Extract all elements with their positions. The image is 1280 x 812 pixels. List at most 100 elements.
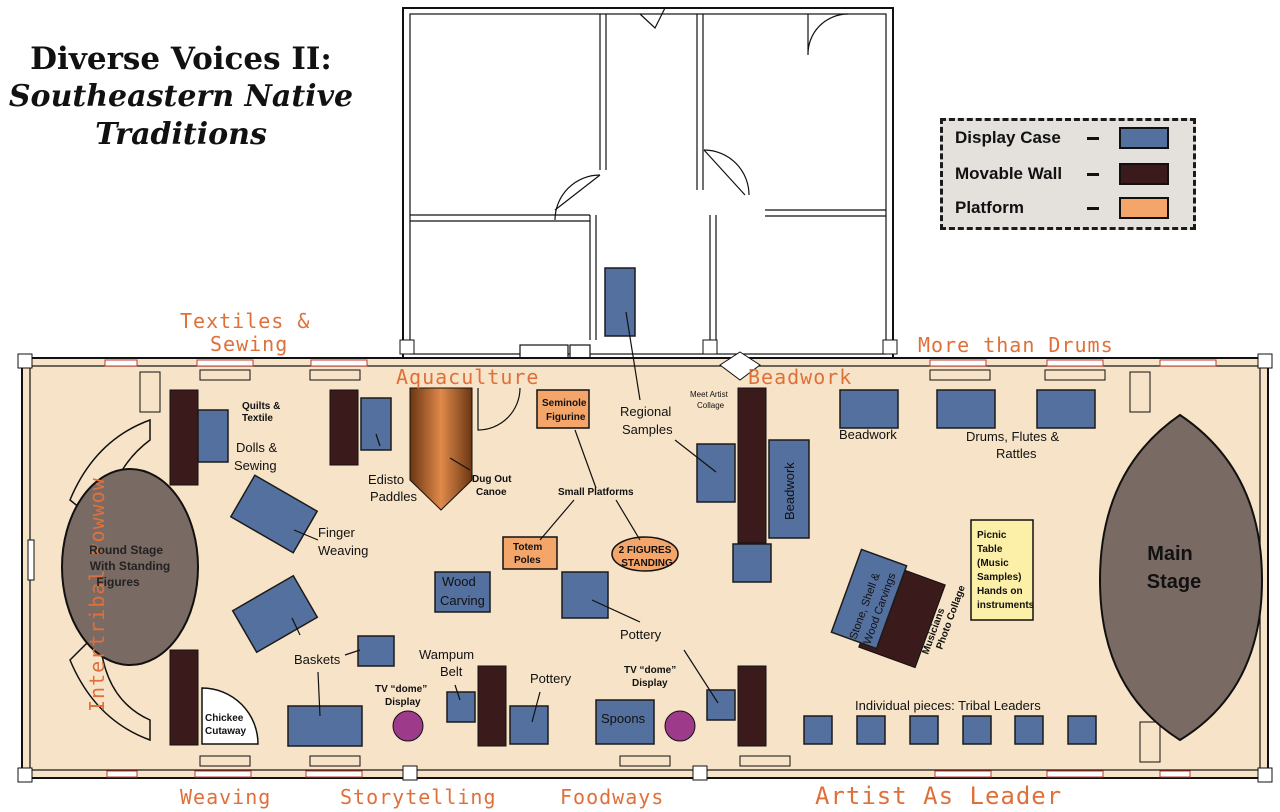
label-finger-2: Weaving xyxy=(318,543,368,558)
label-wampum-2: Belt xyxy=(440,664,463,679)
label-wood-2: Carving xyxy=(440,593,485,608)
display-case xyxy=(561,571,609,619)
label-chickee-1: Chickee xyxy=(205,713,244,724)
label-tv1-2: Display xyxy=(385,697,421,708)
label-canoe-1: Dug Out xyxy=(472,474,512,485)
display-case xyxy=(1014,715,1044,745)
figures-platform xyxy=(611,536,679,572)
label-picnic-2: Table xyxy=(977,544,1003,555)
display-case xyxy=(287,705,363,747)
label-totem-2: Poles xyxy=(514,555,541,566)
display-case xyxy=(856,715,886,745)
movable-wall xyxy=(169,389,199,486)
label-tv2-1: TV “dome” xyxy=(624,665,676,676)
display-case xyxy=(595,699,655,745)
label-picnic-1: Picnic xyxy=(977,530,1007,541)
legend-label: Movable Wall xyxy=(955,164,1063,183)
round-stage-label-3: Figures xyxy=(96,575,140,589)
label-drums-1: Drums, Flutes & xyxy=(966,429,1060,444)
label-regional-2: Samples xyxy=(622,422,673,437)
zone-foodways: Foodways xyxy=(560,785,664,809)
totem-platform xyxy=(502,536,558,570)
main-stage xyxy=(1098,413,1264,742)
label-totem-1: Totem xyxy=(513,542,542,553)
label-regional-1: Regional xyxy=(620,404,671,419)
title-line-2: Southeastern Native xyxy=(8,79,354,114)
leader-lines xyxy=(291,311,719,723)
label-beadwork-case: Beadwork xyxy=(839,427,897,442)
label-picnic-4: Samples) xyxy=(977,572,1021,583)
display-case xyxy=(803,715,833,745)
legend-item-platform: Platform xyxy=(955,195,1169,221)
display-case xyxy=(357,635,395,667)
zone-aquaculture: Aquaculture xyxy=(396,365,539,389)
zone-textiles-2: Sewing xyxy=(210,332,288,356)
display-case xyxy=(360,397,392,451)
label-edisto-2: Paddles xyxy=(370,489,417,504)
label-finger-1: Finger xyxy=(318,525,356,540)
label-wampum-1: Wampum xyxy=(419,647,474,662)
display-case xyxy=(706,689,736,721)
label-figures-1: 2 FIGURES xyxy=(619,545,672,556)
display-case xyxy=(509,705,549,745)
label-quilts-2: Textile xyxy=(242,413,273,424)
movable-wall xyxy=(169,649,199,746)
zone-beadwork: Beadwork xyxy=(748,365,852,389)
display-case xyxy=(732,543,772,583)
label-tv1-1: TV “dome” xyxy=(375,684,427,695)
label-seminole-2: Figurine xyxy=(546,412,586,423)
tv-dome xyxy=(664,710,696,742)
label-dolls-1: Dolls & xyxy=(236,440,278,455)
label-chickee-2: Cutaway xyxy=(205,726,247,737)
legend: Display Case Movable Wall Platform xyxy=(940,118,1196,230)
movable-wall xyxy=(329,389,359,466)
display-case xyxy=(231,574,319,654)
label-pottery-small: Pottery xyxy=(530,671,572,686)
round-stage-label-2: With Standing xyxy=(90,559,171,573)
display-case xyxy=(936,389,996,429)
label-picnic-3: (Music xyxy=(977,558,1009,569)
label-wood-1: Wood xyxy=(442,574,476,589)
label-baskets: Baskets xyxy=(294,652,341,667)
zone-weaving: Weaving xyxy=(180,785,271,809)
display-case xyxy=(434,571,491,613)
label-small-platforms: Small Platforms xyxy=(558,487,634,498)
legend-label: Display Case xyxy=(955,128,1061,147)
title-line-1: Diverse Voices II: xyxy=(30,41,332,77)
tv-dome xyxy=(392,710,424,742)
display-case xyxy=(604,267,636,337)
label-picnic-6: instruments xyxy=(977,600,1035,611)
exhibit-title: Diverse Voices II: Southeastern Native T… xyxy=(0,40,362,154)
display-case xyxy=(197,409,229,463)
picnic-table xyxy=(970,519,1034,621)
display-case xyxy=(909,715,939,745)
legend-swatch xyxy=(1119,197,1169,219)
label-drums-2: Rattles xyxy=(996,446,1037,461)
main-stage-label-1: Main xyxy=(1147,543,1193,565)
legend-swatch xyxy=(1119,163,1169,185)
label-seminole-1: Seminole xyxy=(542,398,587,409)
display-case xyxy=(229,474,319,554)
label-spoons: Spoons xyxy=(601,711,646,726)
label-tribal-leaders: Individual pieces: Tribal Leaders xyxy=(855,698,1041,713)
movable-wall xyxy=(737,665,767,747)
label-pottery-main: Pottery xyxy=(620,627,662,642)
display-case xyxy=(839,389,899,429)
label-tv2-2: Display xyxy=(632,678,668,689)
display-case xyxy=(962,715,992,745)
zone-textiles-1: Textiles & xyxy=(180,309,310,333)
main-stage-label-2: Stage xyxy=(1147,571,1201,593)
zone-intertribal-powwow: Intertribal Powwow xyxy=(85,477,109,712)
label-canoe-2: Canoe xyxy=(476,487,507,498)
label-picnic-5: Hands on xyxy=(977,586,1023,597)
zone-more-than-drums: More than Drums xyxy=(918,333,1114,357)
dugout-canoe xyxy=(409,387,473,511)
legend-item-movable-wall: Movable Wall xyxy=(955,161,1169,187)
display-case xyxy=(696,443,736,503)
label-meet-1: Meet Artist xyxy=(690,390,729,399)
title-line-3: Traditions xyxy=(95,117,267,152)
movable-wall xyxy=(477,665,507,747)
round-stage xyxy=(61,468,199,666)
display-case xyxy=(1067,715,1097,745)
